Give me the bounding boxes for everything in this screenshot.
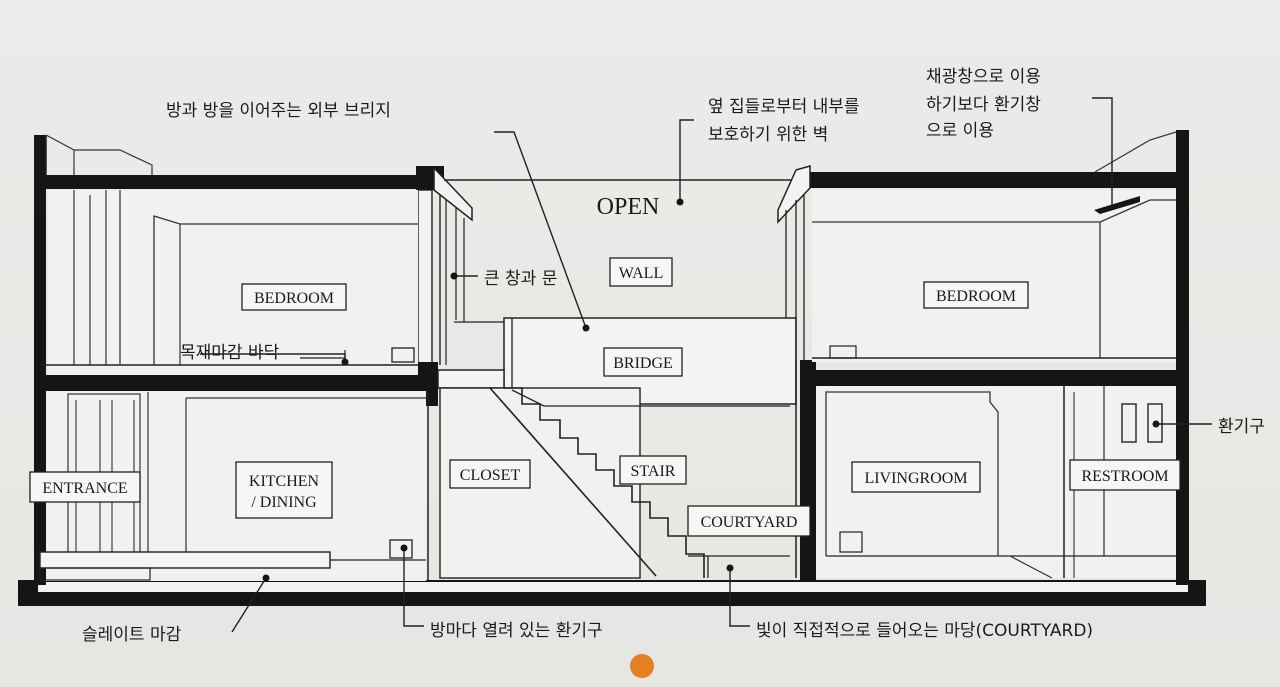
annotation-wall-line2: 보호하기 위한 벽	[708, 125, 828, 145]
right-outer-wall	[1176, 130, 1189, 585]
page-marker-dot	[630, 654, 654, 678]
left-mid-slab	[38, 375, 438, 391]
label-restroom: RESTROOM	[1081, 468, 1168, 485]
label-open: OPEN	[597, 194, 660, 220]
annotation-skylight-line1: 채광창으로 이용	[926, 67, 1041, 87]
label-bedroom-left: BEDROOM	[254, 290, 334, 307]
label-kitchen-line2: / DINING	[251, 494, 317, 511]
right-mid-slab	[800, 370, 1185, 386]
label-courtyard: COURTYARD	[701, 514, 798, 531]
annotation-courtyard: 빛이 직접적으로 들어오는 마당(COURTYARD)	[756, 621, 1093, 641]
leader-dots	[262, 198, 1160, 582]
annotation-bridge: 방과 방을 이어주는 외부 브리지	[166, 101, 391, 121]
annotation-room-vents: 방마다 열려 있는 환기구	[430, 621, 603, 641]
annotation-vent-right: 환기구	[1218, 417, 1265, 437]
label-closet: CLOSET	[460, 467, 521, 484]
label-livingroom: LIVINGROOM	[864, 470, 967, 487]
label-bedroom-right: BEDROOM	[936, 288, 1016, 305]
annotation-wall-line1: 옆 집들로부터 내부를	[708, 97, 860, 117]
label-stair: STAIR	[631, 463, 676, 480]
annotation-wood-floor: 목재마감 바닥	[180, 343, 280, 363]
annotation-slate: 슬레이트 마감	[82, 625, 182, 645]
left-roof-slab	[44, 175, 434, 189]
right-roof-slab	[795, 172, 1180, 188]
left-outer-wall	[34, 135, 46, 585]
annotation-big-window: 큰 창과 문	[484, 269, 557, 289]
annotation-skylight-line3: 으로 이용	[926, 121, 994, 141]
label-bridge: BRIDGE	[613, 355, 673, 372]
label-entrance: ENTRANCE	[42, 480, 127, 497]
annotation-skylight-line2: 하기보다 환기창	[926, 95, 1041, 115]
label-kitchen-line1: KITCHEN	[249, 473, 320, 490]
label-wall: WALL	[619, 265, 663, 282]
